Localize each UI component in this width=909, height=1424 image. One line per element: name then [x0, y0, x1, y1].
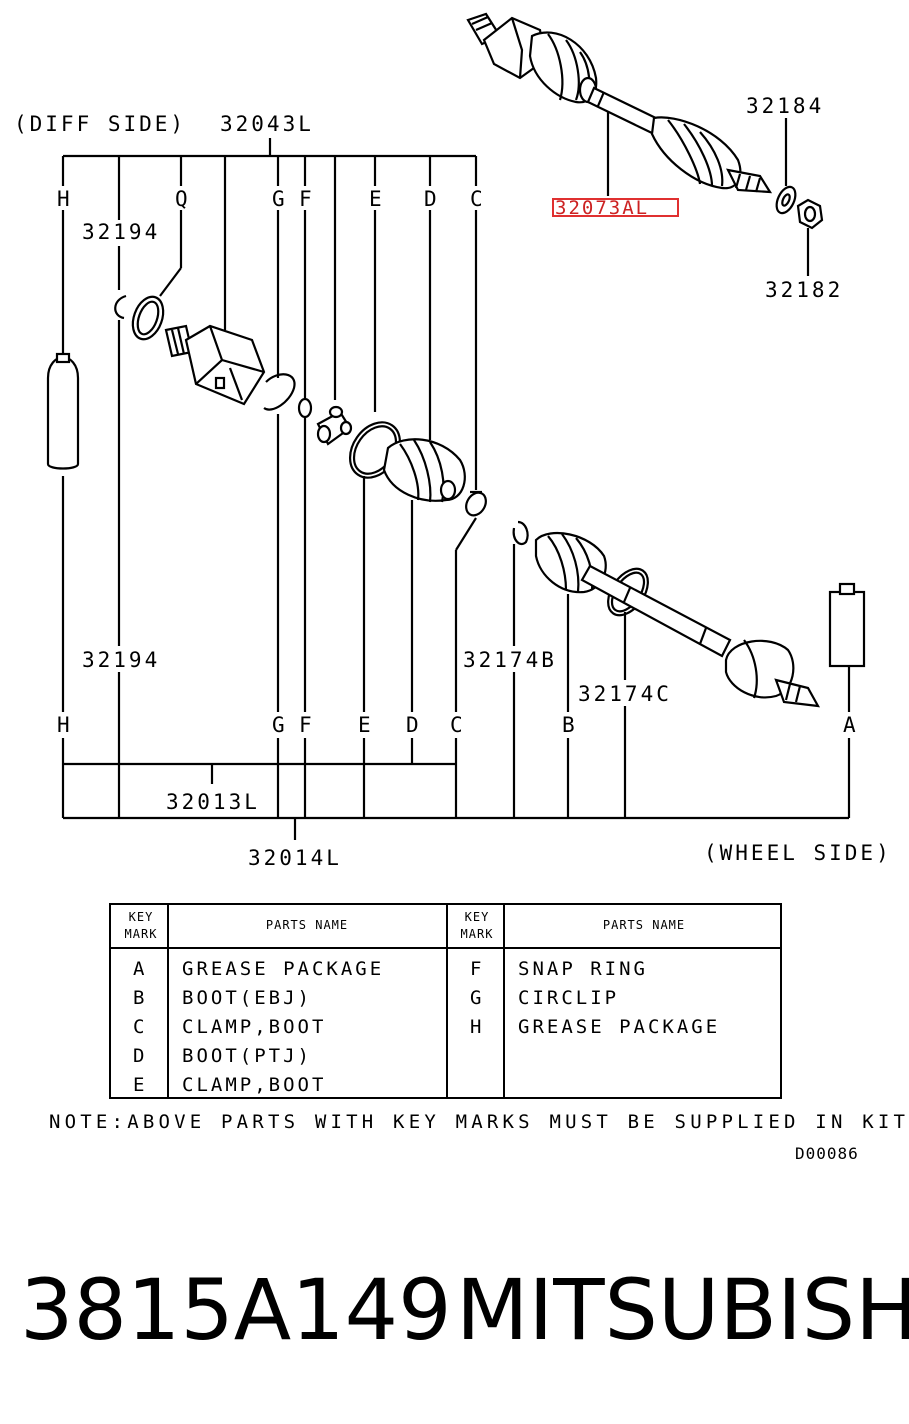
footer-brand: MITSUBISHI	[456, 1261, 909, 1359]
wheel-side-label: (WHEEL SIDE)	[704, 841, 892, 865]
key-mark-D-bottom: D	[406, 713, 419, 737]
part-number-32073AL-highlighted[interactable]: 32073AL	[555, 197, 650, 219]
highlight-box	[552, 198, 679, 217]
table-row-key: C	[133, 1016, 148, 1038]
part-number-32182: 32182	[765, 278, 844, 302]
table-row-key: E	[133, 1074, 148, 1096]
table-row-name: CLAMP,BOOT	[182, 1074, 327, 1096]
key-mark-B-bottom: B	[562, 713, 575, 737]
key-mark-H-bottom: H	[57, 713, 70, 737]
table-row-name: BOOT(PTJ)	[182, 1045, 312, 1067]
part-number-32043L: 32043L	[220, 112, 314, 136]
table-row-name: BOOT(EBJ)	[182, 987, 312, 1009]
table-header-parts-name-left: PARTS NAME	[265, 918, 349, 932]
bottom-leader-lines	[61, 320, 851, 712]
table-row-name: CIRCLIP	[518, 987, 620, 1009]
part-number-32174C: 32174C	[578, 682, 672, 706]
part-number-32014L: 32014L	[248, 846, 342, 870]
key-mark-F-bottom: F	[299, 713, 312, 737]
table-header-parts-name-right: PARTS NAME	[602, 918, 686, 932]
key-mark-D-top: D	[424, 187, 437, 211]
table-row-key: H	[470, 1016, 485, 1038]
part-number-32184: 32184	[746, 94, 825, 118]
table-row-key: G	[470, 987, 485, 1009]
key-mark-A-bottom: A	[843, 713, 856, 737]
table-row-key: B	[133, 987, 148, 1009]
key-mark-H-top: H	[57, 187, 70, 211]
table-row-key: A	[133, 958, 148, 980]
key-mark-G-bottom: G	[272, 713, 285, 737]
exploded-parts	[46, 294, 866, 708]
table-row-name: GREASE PACKAGE	[182, 958, 385, 980]
brackets-bottom	[61, 672, 851, 840]
key-mark-E-top: E	[369, 187, 382, 211]
table-row-key: D	[133, 1045, 148, 1067]
key-mark-E-bottom: E	[358, 713, 371, 737]
part-number-32194-bottom: 32194	[82, 648, 161, 672]
key-mark-G-top: G	[272, 187, 285, 211]
part-number-32194-top: 32194	[82, 220, 161, 244]
key-mark-C-bottom: C	[450, 713, 463, 737]
key-mark-Q-top: Q	[175, 187, 188, 211]
table-row-name: CLAMP,BOOT	[182, 1016, 327, 1038]
kit-note: NOTE:ABOVE PARTS WITH KEY MARKS MUST BE …	[49, 1111, 909, 1133]
top-leader-lines	[61, 210, 478, 490]
table-row-name: SNAP RING	[518, 958, 648, 980]
footer-part-number: 3815A149	[20, 1261, 452, 1359]
table-row-name: GREASE PACKAGE	[518, 1016, 721, 1038]
key-mark-C-top: C	[470, 187, 483, 211]
part-number-32013L: 32013L	[166, 790, 260, 814]
table-row-key: F	[470, 958, 485, 980]
diff-side-label: (DIFF SIDE)	[14, 112, 187, 136]
key-mark-F-top: F	[299, 187, 312, 211]
assembled-drive-shaft-drawing	[466, 12, 824, 276]
bracket-32043L	[61, 138, 478, 400]
part-number-32174B: 32174B	[463, 648, 557, 672]
diagram-code: D00086	[795, 1144, 859, 1163]
